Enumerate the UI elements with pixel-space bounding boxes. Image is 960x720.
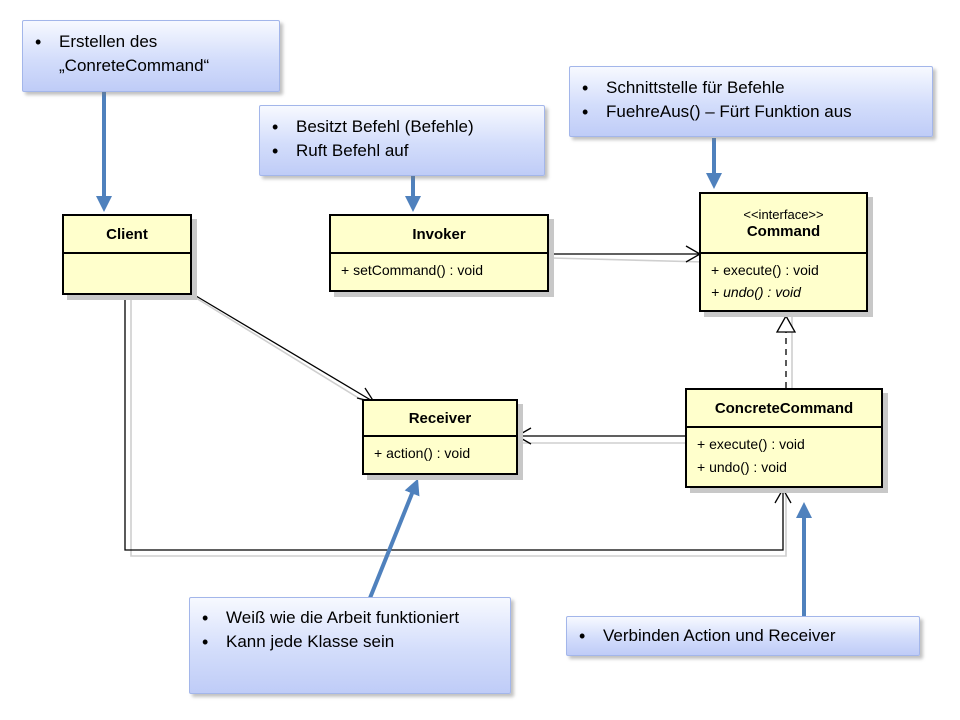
invoker-class-name: Invoker: [412, 225, 466, 243]
command-note: Schnittstelle für Befehle FuehreAus() – …: [569, 66, 933, 137]
concretecommand-class[interactable]: ConcreteCommand + execute() : void + und…: [685, 388, 883, 488]
command-note-item-1: Schnittstelle für Befehle: [582, 76, 922, 100]
concrete-note-item: Verbinden Action und Receiver: [579, 624, 909, 648]
realization-arrow: [775, 314, 797, 388]
receiver-note: Weiß wie die Arbeit funktioniert Kann je…: [189, 597, 511, 694]
invoker-operations: + setCommand() : void: [331, 254, 547, 281]
connector-shadows: [130, 257, 793, 557]
invoker-note: Besitzt Befehl (Befehle) Ruft Befehl auf: [259, 105, 545, 176]
receiver-note-item-2: Kann jede Klasse sein: [202, 630, 500, 654]
concretecommand-op-execute: + execute() : void: [697, 436, 805, 452]
command-stereotype: <<interface>>: [743, 206, 824, 222]
invoker-note-item-1: Besitzt Befehl (Befehle): [272, 115, 534, 139]
concretecommand-class-header: ConcreteCommand: [687, 390, 881, 428]
client-receiver-association: [190, 292, 376, 404]
invoker-op-setcommand: + setCommand() : void: [341, 262, 483, 278]
command-interface[interactable]: <<interface>> Command + execute() : void…: [699, 192, 868, 312]
concrete-receiver-association: [515, 427, 686, 445]
command-op-undo: + undo() : void: [711, 284, 801, 300]
invoker-class[interactable]: Invoker + setCommand() : void: [329, 214, 549, 292]
receiver-note-item-1: Weiß wie die Arbeit funktioniert: [202, 606, 500, 630]
command-note-item-2: FuehreAus() – Fürt Funktion aus: [582, 100, 922, 124]
client-note: Erstellen des „ConreteCommand“: [22, 20, 280, 92]
concretecommand-operations: + execute() : void + undo() : void: [687, 428, 881, 479]
receiver-class-header: Receiver: [364, 401, 516, 437]
invoker-note-item-2: Ruft Befehl auf: [272, 139, 534, 163]
client-concrete-association: [124, 295, 792, 551]
receiver-op-action: + action() : void: [374, 445, 471, 461]
client-class-name: Client: [106, 225, 148, 243]
receiver-operations: + action() : void: [364, 437, 516, 464]
command-operations: + execute() : void + undo() : void: [701, 254, 866, 303]
receiver-class[interactable]: Receiver + action() : void: [362, 399, 518, 475]
command-interface-header: <<interface>> Command: [701, 194, 866, 254]
client-class-header: Client: [64, 216, 190, 254]
receiver-class-name: Receiver: [408, 409, 472, 427]
concretecommand-op-undo: + undo() : void: [697, 459, 787, 475]
command-interface-name: Command: [746, 222, 821, 240]
client-class[interactable]: Client: [62, 214, 192, 295]
concrete-note: Verbinden Action und Receiver: [566, 616, 920, 656]
concretecommand-class-name: ConcreteCommand: [714, 399, 854, 417]
command-op-execute: + execute() : void: [711, 262, 819, 278]
invoker-class-header: Invoker: [331, 216, 547, 254]
client-note-item: Erstellen des „ConreteCommand“: [35, 30, 269, 78]
receiver-note-arrow: [368, 478, 420, 599]
